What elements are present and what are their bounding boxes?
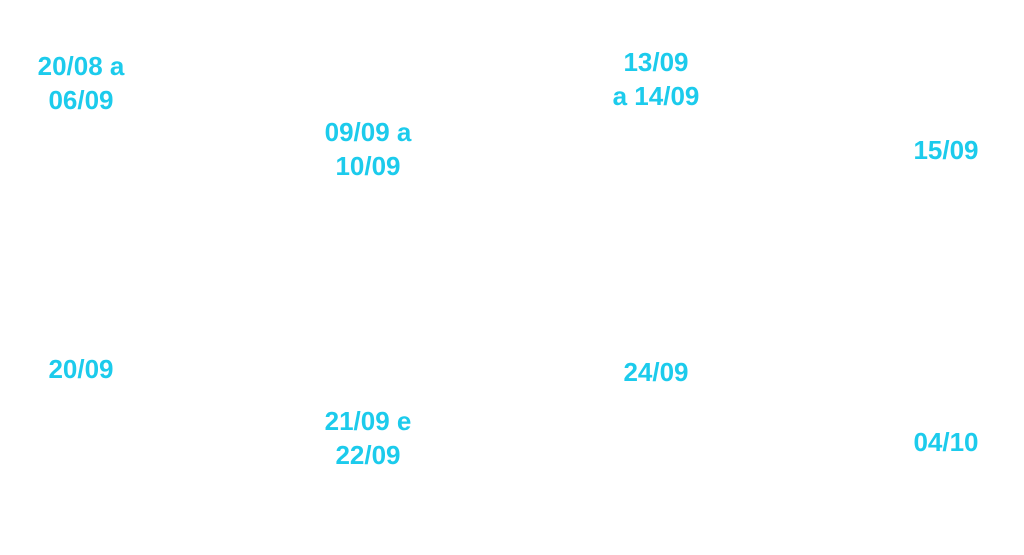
date-label-1: 20/08 a 06/09: [37, 51, 125, 115]
date-label-5: 20/09: [48, 354, 114, 384]
date-label-4: 15/09: [913, 135, 979, 165]
date-label-3: 13/09 a 14/09: [612, 47, 700, 111]
date-label-6: 21/09 e 22/09: [324, 406, 412, 470]
date-label-7: 24/09: [623, 357, 689, 387]
date-label-8: 04/10: [913, 427, 979, 457]
date-label-2: 09/09 a 10/09: [324, 117, 412, 181]
